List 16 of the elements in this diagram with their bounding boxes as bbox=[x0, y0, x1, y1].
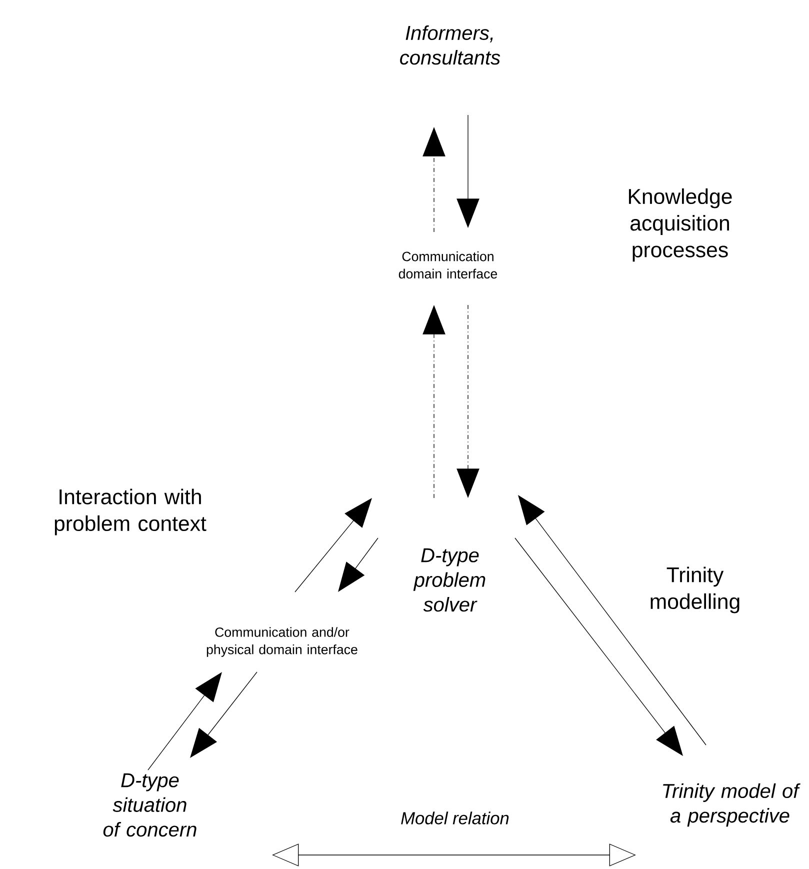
italic-node-text: D-type problem solver bbox=[413, 548, 486, 612]
arrow bbox=[518, 495, 706, 746]
interface-label: Communication and/or physical domain interface bbox=[206, 627, 358, 657]
arrow bbox=[148, 672, 222, 770]
italic-node-text: D-type situation of concern bbox=[103, 773, 196, 837]
edge-label: Model relation bbox=[399, 810, 511, 826]
process-label: Interaction with problem context bbox=[54, 488, 206, 536]
process-label: Trinity modelling bbox=[650, 566, 740, 614]
process-label: Knowledge acquisition processes bbox=[628, 188, 732, 262]
arrow bbox=[514, 538, 683, 756]
arrow bbox=[190, 672, 258, 758]
interface-label: Communication domain interface bbox=[398, 251, 498, 279]
arrow bbox=[338, 538, 378, 592]
italic-node-text: Trinity model of a perspective bbox=[663, 783, 800, 827]
italic-node-text: Informers, consultants bbox=[400, 25, 500, 65]
arrow bbox=[294, 498, 372, 592]
